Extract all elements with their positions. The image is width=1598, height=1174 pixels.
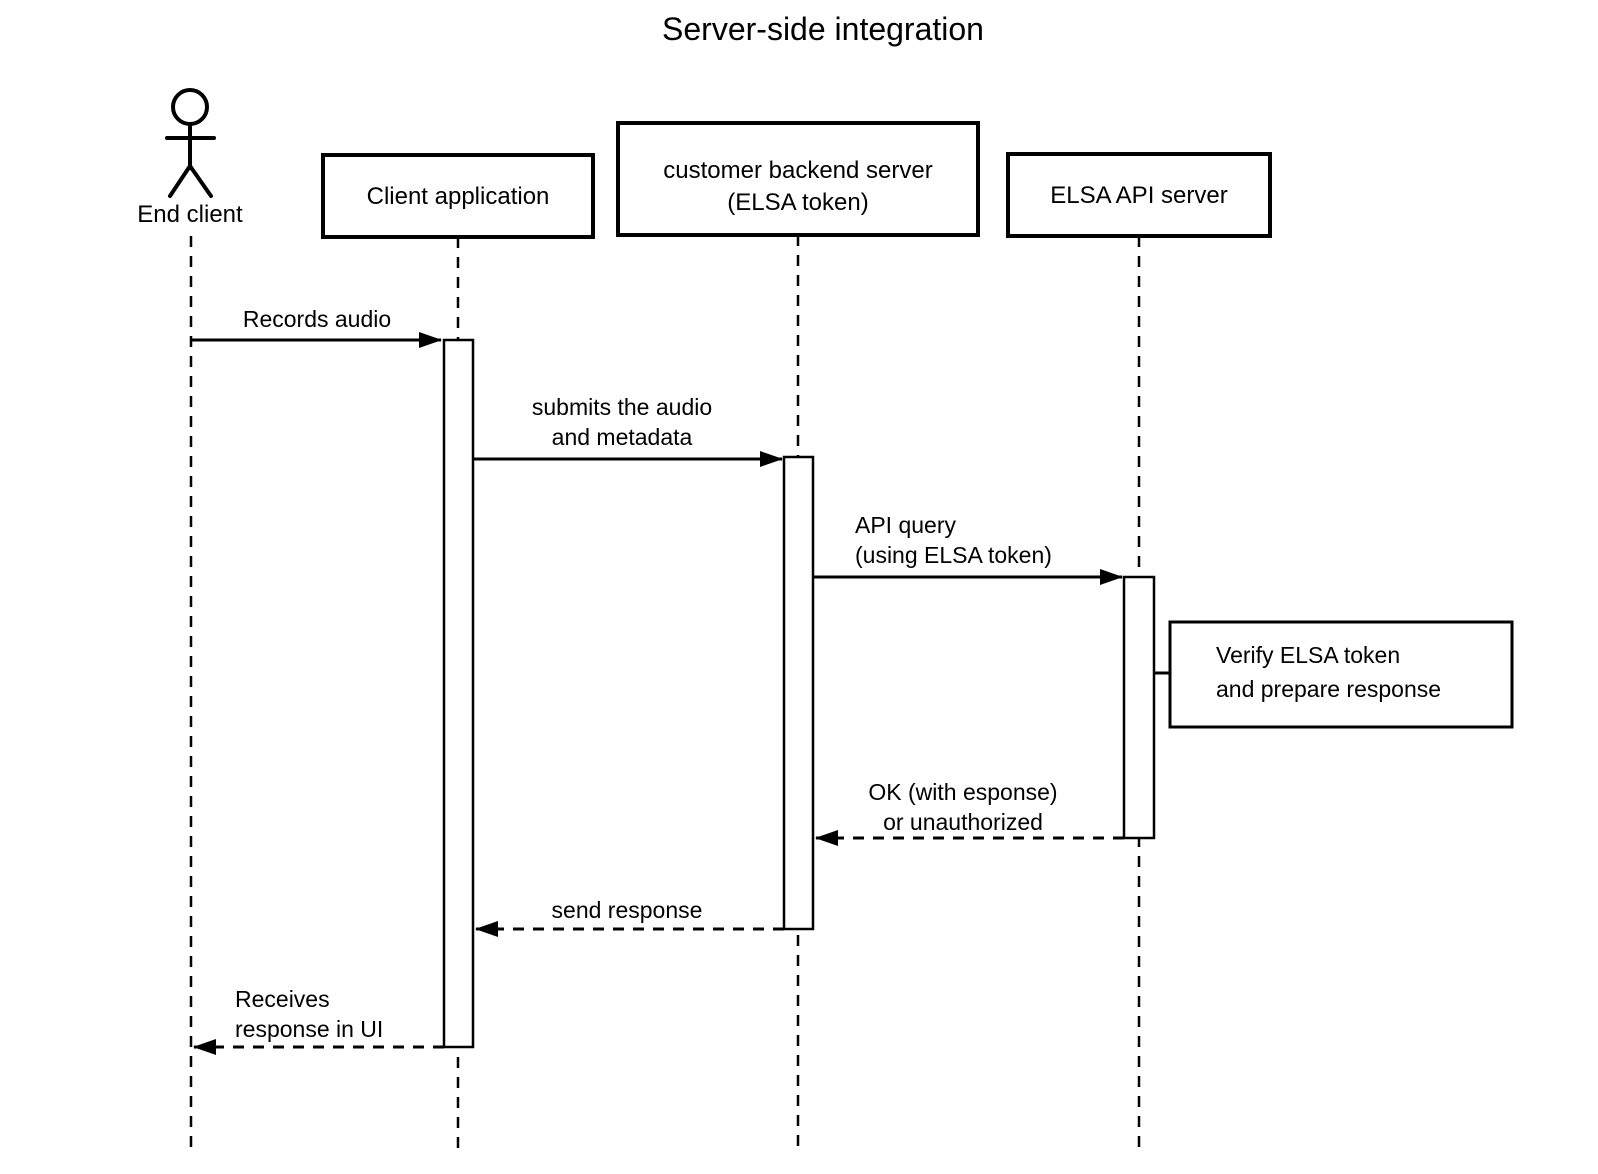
message-label-records-audio: Records audio: [243, 306, 391, 332]
message-label-submits-audio-line1: submits the audio: [532, 394, 712, 420]
message-label-api-query-line1: API query: [855, 512, 956, 538]
activation-bar-customer-backend-server: [782, 455, 815, 931]
message-label-ok-response-line2: or unauthorized: [883, 809, 1043, 835]
note-label-line2: and prepare response: [1216, 676, 1441, 702]
participant-box-customer-backend-server: [616, 121, 980, 237]
diagram-title: Server-side integration: [662, 11, 984, 47]
message-label-send-response: send response: [552, 897, 703, 923]
message-label-submits-audio-line2: and metadata: [552, 424, 693, 450]
participant-label-elsa-api-server: ELSA API server: [1050, 182, 1227, 209]
actor-leg-left: [168, 164, 192, 198]
message-label-ok-response-line1: OK (with esponse): [868, 779, 1057, 805]
message-label-receives-response-line1: Receives: [235, 986, 330, 1012]
activation-bar-client-application: [442, 338, 475, 1049]
message-label-receives-response-line2: response in UI: [235, 1016, 383, 1042]
actor-leg-right: [188, 164, 213, 198]
note-box-verify-token: [1168, 620, 1514, 729]
participant-label-customer-backend-server-line1: customer backend server: [663, 157, 932, 184]
participant-label-customer-backend-server-line2: (ELSA token): [727, 189, 868, 216]
participant-box-client-application: [321, 153, 595, 239]
actor-icon-end-client: [165, 88, 216, 198]
participant-label-end-client: End client: [137, 201, 243, 228]
participant-box-elsa-api-server: [1006, 152, 1272, 238]
message-label-api-query-line2: (using ELSA token): [855, 542, 1052, 568]
participant-label-client-application: Client application: [367, 183, 550, 210]
note-label-line1: Verify ELSA token: [1216, 642, 1400, 668]
activation-bar-elsa-api-server: [1122, 575, 1156, 840]
actor-head: [171, 88, 209, 126]
